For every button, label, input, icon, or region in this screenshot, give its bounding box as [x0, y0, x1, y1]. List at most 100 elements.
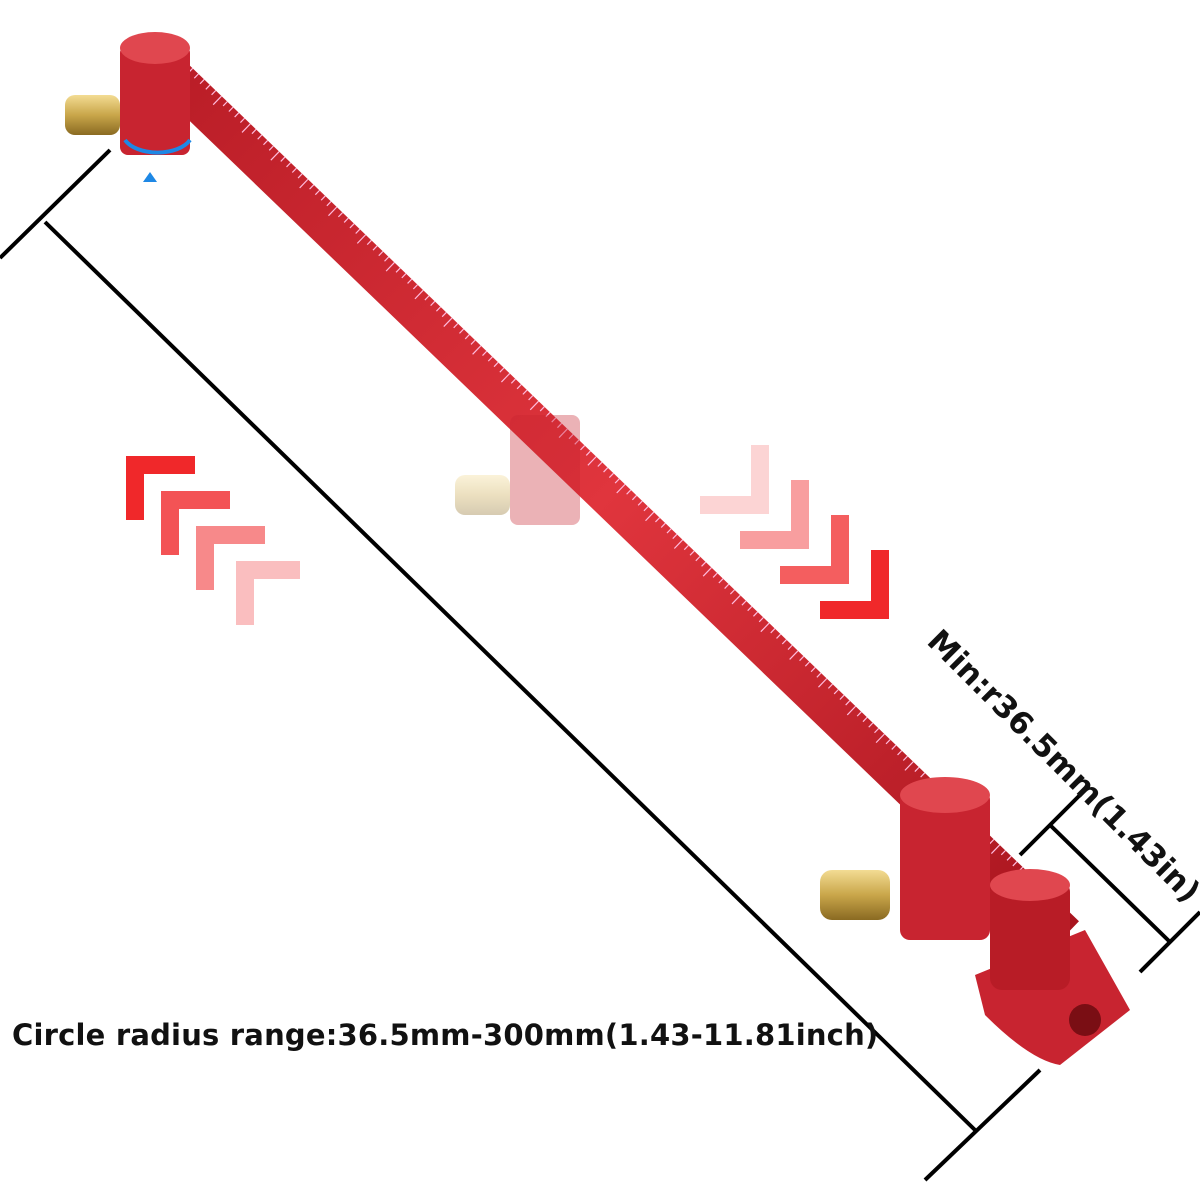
ruler-tick [729, 589, 735, 595]
ruler-tick [626, 489, 632, 495]
ruler-tick [430, 300, 436, 307]
ruler-tick [516, 384, 522, 390]
ruler-tick [443, 317, 453, 328]
ruler-tick [257, 134, 263, 140]
ruler-tick [891, 744, 897, 750]
ruler-tick [412, 284, 418, 290]
ruler-tick [510, 378, 516, 384]
ruler-tick [608, 472, 614, 479]
ruler-tick [320, 195, 326, 201]
ruler-tick [799, 655, 805, 662]
ruler-tick [263, 140, 269, 146]
ruler-tick [470, 339, 476, 345]
ruler-tick [529, 400, 539, 411]
ruler-tick [724, 583, 730, 589]
ruler-tick [366, 239, 372, 246]
ruler-tick [378, 250, 384, 257]
ruler-tick [701, 561, 707, 567]
ruler-tick [902, 755, 908, 761]
ruler-tick [776, 633, 782, 639]
ruler-tick [712, 572, 718, 578]
ruler-tick [1006, 855, 1012, 861]
ruler-tick [297, 173, 303, 179]
ruler-tick [551, 417, 557, 423]
ruler-tick [407, 278, 413, 284]
pivot-block [65, 32, 192, 182]
ruler-tick [689, 550, 695, 556]
ruler-tick [453, 323, 459, 329]
ruler-tick [401, 273, 407, 279]
ruler-tick [845, 700, 851, 706]
ruler-tick [1012, 861, 1018, 867]
ruler-tick [280, 156, 286, 162]
ruler-tick [810, 667, 816, 673]
ruler-tick [631, 495, 637, 501]
ruler-tick [758, 617, 764, 623]
ruler-tick [270, 151, 280, 161]
ruler-tick [904, 761, 914, 771]
ruler-tick [395, 267, 401, 273]
ruler-tick [597, 461, 603, 467]
ruler-tick [683, 544, 689, 551]
ruler-tick [885, 739, 891, 745]
ruler-tick [862, 716, 868, 723]
ruler-tick [580, 445, 586, 451]
ruler-tick [760, 622, 770, 633]
ruler-tick [827, 683, 833, 689]
ruler-tick [500, 373, 511, 383]
ruler-tick [558, 428, 568, 438]
ruler-tick [545, 411, 551, 417]
chevron-left-up-arrows [126, 456, 300, 625]
ruler-tick [435, 306, 441, 312]
ruler-tick [251, 128, 257, 135]
pivot-rotate-icon [123, 138, 192, 155]
ruler-tick [856, 711, 862, 717]
ruler-tick [522, 389, 528, 395]
ruler-tick [645, 511, 655, 522]
ruler-tick [587, 456, 597, 466]
ruler-tick [718, 578, 724, 584]
ruler-tick [234, 112, 240, 118]
ruler-tick [349, 223, 355, 229]
ruler-tick [839, 694, 845, 700]
ruler-tick [833, 689, 839, 695]
ruler-tick [286, 162, 292, 168]
ruler-tick [585, 450, 591, 456]
ruler-tick [326, 201, 332, 207]
ruler-tick [499, 367, 505, 373]
ruler-tick [291, 167, 297, 173]
ruler-tick [528, 395, 534, 401]
ruler-tick [299, 178, 309, 189]
ruler-tick [424, 295, 430, 301]
ruler-tick [868, 722, 874, 728]
ruler-tick [666, 528, 672, 534]
ruler-tick [356, 234, 367, 244]
ruler-tick [673, 539, 684, 549]
ruler-tick [211, 90, 217, 96]
ruler-tick [384, 256, 390, 262]
ruler-tick [414, 289, 424, 300]
ruler-tick [268, 145, 274, 151]
ruler-tick [643, 506, 649, 512]
ruler-tick [472, 345, 482, 355]
ruler-tick [222, 101, 228, 107]
ruler-tick [731, 594, 741, 605]
ruler-tick [616, 483, 626, 494]
ruler-tick [568, 434, 574, 440]
ruler-tick [816, 672, 822, 678]
ruler-tick [603, 467, 609, 473]
ruler-tick [343, 217, 349, 223]
ruler-tick [695, 556, 701, 562]
radius-range-caption: Circle radius range:36.5mm-300mm(1.43-11… [12, 1018, 879, 1052]
ruler-tick [741, 600, 747, 606]
ruler-tick [804, 661, 810, 667]
ruler-tick [747, 605, 753, 612]
ruler-tick [789, 650, 799, 660]
ruler-tick [574, 439, 580, 445]
ruler-tick [241, 123, 251, 133]
ruler-tick [487, 356, 493, 362]
ruler-tick [897, 750, 903, 756]
chevron-right-down-arrows [700, 445, 889, 619]
